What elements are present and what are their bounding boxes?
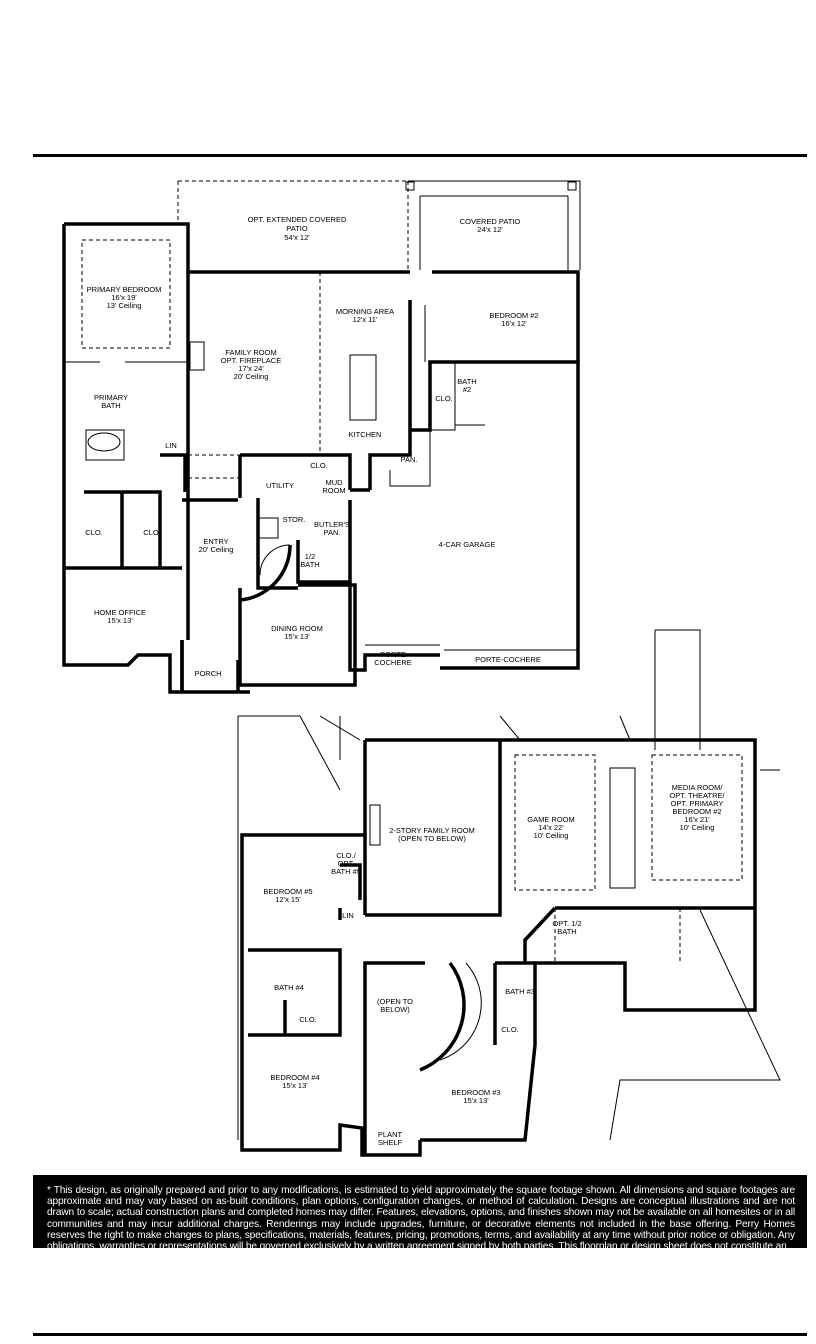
room-label: CLO. [299,1015,317,1024]
stairs [609,767,636,889]
bottom-rule [33,1333,807,1336]
room-label: BATH#2 [457,377,476,394]
first-floor-walls [62,180,581,694]
room-label: BATH #3 [505,987,535,996]
room-label: STOR. [283,515,306,524]
kitchen-island [349,354,377,421]
room-label: PORCH [194,669,221,678]
post [405,181,415,191]
disclaimer-text: * This design, as originally prepared an… [47,1185,795,1248]
room-label: PAN. [401,455,418,464]
room-label: PORTE-COCHERE [475,655,541,664]
second-floor-walls [237,629,781,1157]
fireplace [189,341,205,371]
top-rule [33,154,807,157]
second-floor-labels: 2-STORY FAMILY ROOM(OPEN TO BELOW) GAME … [263,783,725,1147]
room-label: LIN [342,911,354,920]
room-label: CLO./OPT.BATH #5 [331,851,361,876]
room-label: CLO. [143,528,161,537]
room-label: LIN [165,441,177,450]
room-label: CLO. [435,394,453,403]
post [567,181,577,191]
room-label: CLO. [310,461,328,470]
room-label: BATH #4 [274,983,304,992]
room-label: CLO. [501,1025,519,1034]
disclaimer-box: * This design, as originally prepared an… [33,1175,807,1248]
room-label: 2-STORY FAMILY ROOM(OPEN TO BELOW) [389,826,475,843]
room-label: KITCHEN [349,430,382,439]
room-label: UTILITY [266,481,294,490]
room-label: CLO. [85,528,103,537]
room-label: 4-CAR GARAGE [439,540,496,549]
bathtub [87,432,121,452]
